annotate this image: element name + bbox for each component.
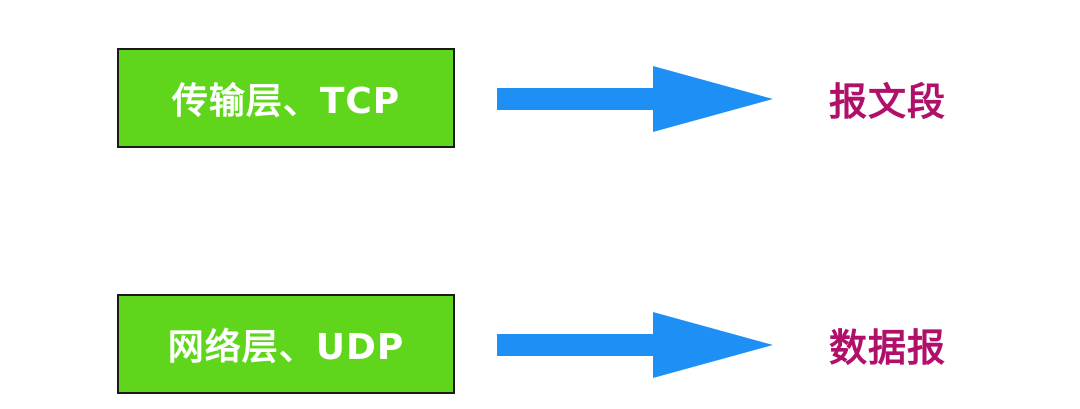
right-arrow-icon — [497, 66, 773, 132]
layer-box-transport: 传输层、TCP — [117, 48, 455, 148]
layer-box-network: 网络层、UDP — [117, 294, 455, 394]
layer-label-transport: 传输层、TCP — [171, 81, 401, 122]
unit-label-datagram: 数据报 — [829, 325, 947, 370]
right-arrow-icon — [497, 312, 773, 378]
layer-label-network: 网络层、UDP — [167, 327, 405, 368]
mapping-row-transport: 传输层、TCP 报文段 — [0, 48, 1080, 152]
mapping-row-network: 网络层、UDP 数据报 — [0, 294, 1080, 398]
unit-label-segment: 报文段 — [829, 79, 947, 124]
